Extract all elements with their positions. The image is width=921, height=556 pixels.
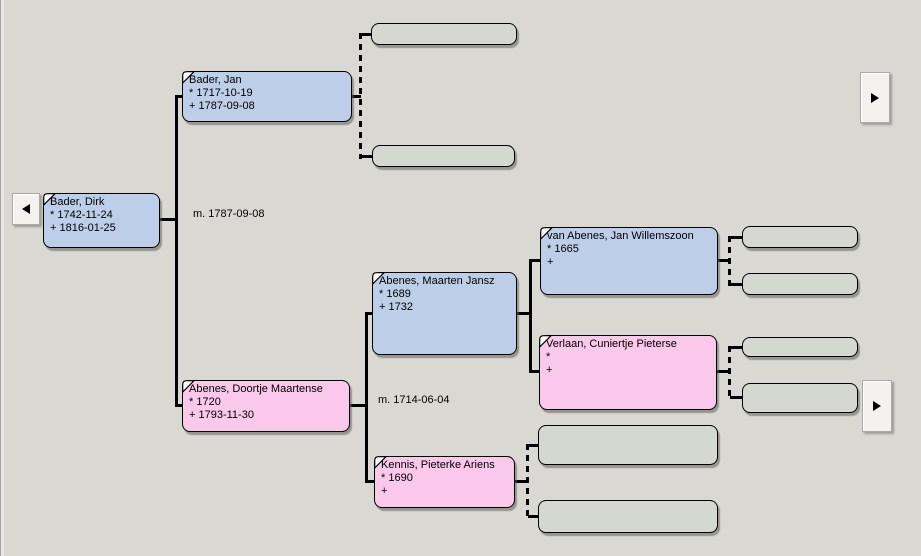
person-death: + 1732	[379, 301, 413, 313]
person-box-kennis-pieterke[interactable]: Kennis, Pieterke Ariens * 1690 +	[374, 456, 515, 508]
unknown-parents-dashed-line	[728, 236, 731, 286]
person-death: +	[546, 364, 553, 376]
right-arrow-icon	[873, 401, 881, 411]
family-line	[529, 259, 543, 262]
fold-corner-icon	[43, 193, 56, 206]
unknown-parents-line	[730, 346, 742, 349]
nav-right-bottom-button[interactable]	[862, 380, 892, 432]
unknown-parents-dashed-line	[728, 346, 731, 399]
family-line	[175, 404, 185, 407]
person-name: Bader, Jan	[189, 74, 242, 86]
person-birth: * 1690	[381, 472, 413, 484]
person-name: Bader, Dirk	[50, 196, 105, 208]
person-birth: * 1720	[189, 396, 221, 408]
unknown-parents-line	[730, 283, 742, 286]
person-name: van Abenes, Jan Willemszoon	[547, 230, 694, 242]
unknown-parents-line	[361, 155, 374, 158]
unknown-parents-line	[717, 370, 730, 373]
unknown-parents-line	[528, 515, 538, 518]
family-line	[175, 95, 178, 407]
nav-left-button[interactable]	[12, 193, 40, 225]
empty-person-box[interactable]	[538, 500, 718, 533]
marriage-date-label: m. 1787-09-08	[193, 208, 265, 220]
unknown-parents-line	[528, 444, 538, 447]
empty-person-box[interactable]	[742, 273, 858, 295]
family-line	[529, 370, 542, 373]
window-edge-light	[1, 0, 4, 556]
empty-person-box[interactable]	[371, 23, 517, 45]
person-name: Abenes, Doortje Maartense	[189, 383, 323, 395]
nav-right-top-button[interactable]	[860, 72, 890, 123]
window-edge-dark	[0, 0, 1, 556]
family-line	[175, 95, 185, 98]
unknown-parents-dashed-line	[526, 444, 529, 517]
person-birth: *	[546, 351, 551, 363]
left-arrow-icon	[22, 204, 30, 214]
empty-person-box[interactable]	[742, 226, 858, 248]
right-arrow-icon	[871, 92, 879, 103]
unknown-parents-line	[730, 396, 742, 399]
person-birth: * 1717-10-19	[189, 87, 253, 99]
unknown-parents-line	[352, 95, 361, 98]
person-box-bader-dirk[interactable]: Bader, Dirk * 1742-11-24 + 1816-01-25	[43, 193, 160, 248]
marriage-date-label: m. 1714-06-04	[378, 394, 450, 406]
family-line	[348, 404, 368, 407]
fold-corner-icon	[182, 380, 195, 393]
person-box-abenes-maarten[interactable]: Abenes, Maarten Jansz * 1689 + 1732	[372, 272, 517, 355]
unknown-parents-line	[361, 33, 373, 36]
person-box-verlaan-cuniertje[interactable]: Verlaan, Cuniertje Pieterse * +	[539, 335, 717, 410]
person-box-bader-jan[interactable]: Bader, Jan * 1717-10-19 + 1787-09-08	[182, 71, 352, 122]
person-box-van-abenes-jan[interactable]: van Abenes, Jan Willemszoon * 1665 +	[540, 227, 718, 295]
unknown-parents-dashed-line	[359, 33, 362, 159]
person-birth: * 1665	[547, 243, 579, 255]
person-name: Abenes, Maarten Jansz	[379, 275, 495, 287]
empty-person-box[interactable]	[742, 337, 858, 357]
person-death: +	[381, 485, 388, 497]
fold-corner-icon	[540, 227, 553, 240]
empty-person-box[interactable]	[538, 425, 718, 465]
person-box-abenes-doortje[interactable]: Abenes, Doortje Maartense * 1720 + 1793-…	[182, 380, 350, 432]
person-death: +	[547, 256, 554, 268]
empty-person-box[interactable]	[372, 145, 515, 167]
fold-corner-icon	[372, 272, 385, 285]
empty-person-box[interactable]	[742, 383, 858, 413]
family-line	[365, 312, 368, 483]
unknown-parents-line	[515, 480, 528, 483]
person-death: + 1787-09-08	[189, 100, 255, 112]
unknown-parents-line	[718, 259, 730, 262]
person-birth: * 1689	[379, 288, 411, 300]
family-line	[515, 312, 532, 315]
fold-corner-icon	[374, 456, 387, 469]
fold-corner-icon	[182, 71, 195, 84]
person-birth: * 1742-11-24	[50, 209, 113, 221]
unknown-parents-line	[730, 236, 742, 239]
person-death: + 1793-11-30	[189, 409, 254, 421]
family-line	[365, 480, 377, 483]
person-name: Verlaan, Cuniertje Pieterse	[546, 338, 677, 350]
family-line	[529, 259, 532, 373]
family-line	[158, 218, 178, 221]
fold-corner-icon	[539, 335, 552, 348]
family-line	[365, 312, 375, 315]
person-name: Kennis, Pieterke Ariens	[381, 459, 495, 471]
person-death: + 1816-01-25	[50, 222, 116, 234]
